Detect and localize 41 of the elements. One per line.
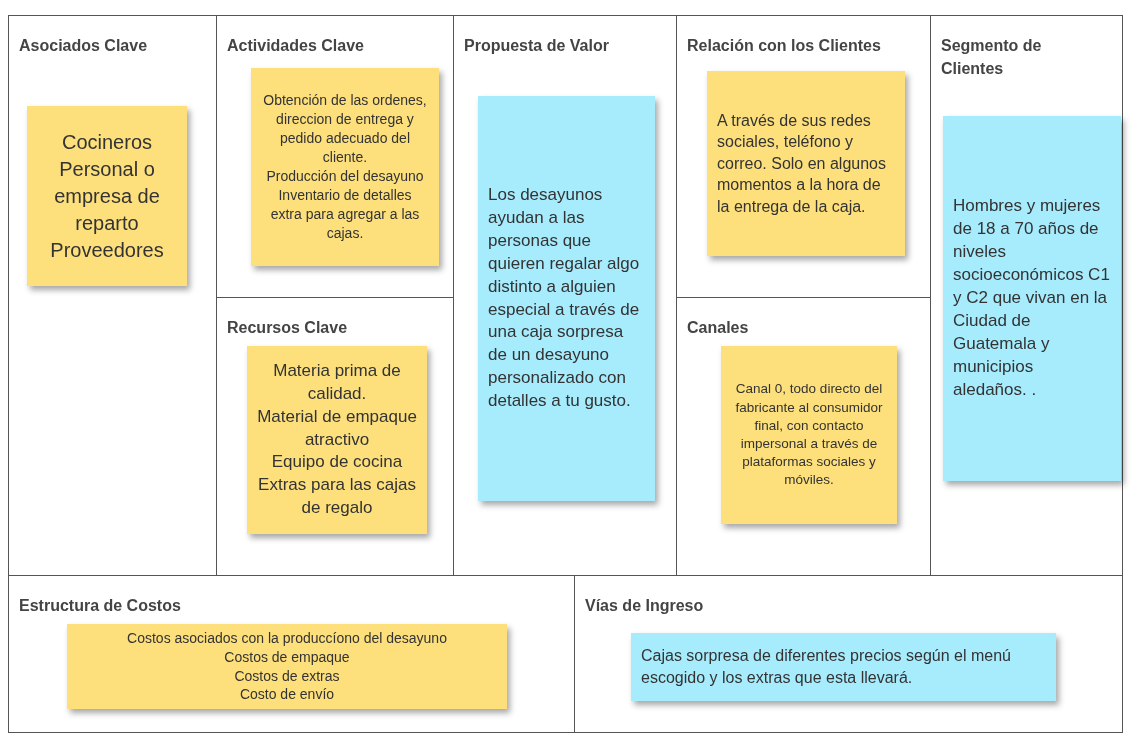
note-text: Cocineros (60, 129, 153, 155)
section-heading: Estructura de Costos (19, 596, 182, 616)
sticky-note (478, 96, 655, 501)
note-text: Cajas sorpresa de diferentes precios según el menú escogido y los extras que esta llevará. (641, 646, 1012, 688)
section-heading: Asociados Clave (19, 36, 149, 56)
sticky-note (247, 346, 427, 534)
sticky-note (27, 106, 187, 286)
canvas-section (930, 15, 1123, 576)
canvas-section (8, 15, 217, 576)
note-text: Los desayunos ayudan a las personas que quieren regalar algo distinto a alguien especial a través de una caja sorpresa de un desayuno personalizado con detalles a tu gusto. (488, 183, 641, 413)
sticky-note (67, 624, 507, 709)
note-text: Costos de extras (233, 666, 341, 686)
sticky-note (943, 116, 1121, 481)
section-heading: Canales (687, 318, 750, 338)
section-heading: Relación con los Clientes (687, 36, 882, 56)
note-text: Equipo de cocina (270, 451, 404, 474)
canvas-section (8, 575, 575, 733)
section-heading: Propuesta de Valor (464, 36, 610, 56)
section-heading: Actividades Clave (227, 36, 365, 56)
sticky-note (251, 68, 439, 266)
sticky-note (707, 71, 905, 256)
section-heading: Recursos Clave (227, 318, 349, 338)
note-text: Materia prima de calidad. (272, 359, 402, 405)
sticky-note (721, 346, 897, 524)
note-text: Personal o empresa de reparto (53, 156, 161, 236)
note-text: Costo de envío (238, 685, 336, 705)
canvas-section (574, 575, 1123, 733)
note-text: Costos de empaque (223, 647, 351, 667)
note-text: Hombres y mujeres de 18 a 70 años de niveles socioeconómicos C1 y C2 que vivan en la Ciudad de Guatemala y municipios aledaños. . (953, 195, 1111, 401)
note-text: Proveedores (49, 237, 165, 263)
note-text: Inventario de detalles extra para agregar a las cajas. (269, 185, 421, 243)
note-text: Canal 0, todo directo del fabricante al consumidor final, con contacto impersonal a través de plataformas sociales y móviles. (734, 380, 884, 490)
note-text: Obtención de las ordenes, direccion de entrega y pedido adecuado del cliente. (262, 91, 428, 167)
note-text: Producción del desayuno (265, 167, 425, 186)
section-heading: Vías de Ingreso (585, 596, 705, 616)
note-text: Material de empaque atractivo (257, 405, 417, 451)
sticky-note (631, 633, 1056, 701)
section-heading: Segmento de Clientes (941, 36, 1043, 79)
note-text: A través de sus redes sociales, teléfono y correo. Solo en algunos momentos a la hora de la entrega de la caja. (717, 110, 887, 217)
note-text: Extras para las cajas de regalo (257, 474, 417, 520)
note-text: Costos asociados con la produccíono del desayuno (126, 628, 448, 648)
